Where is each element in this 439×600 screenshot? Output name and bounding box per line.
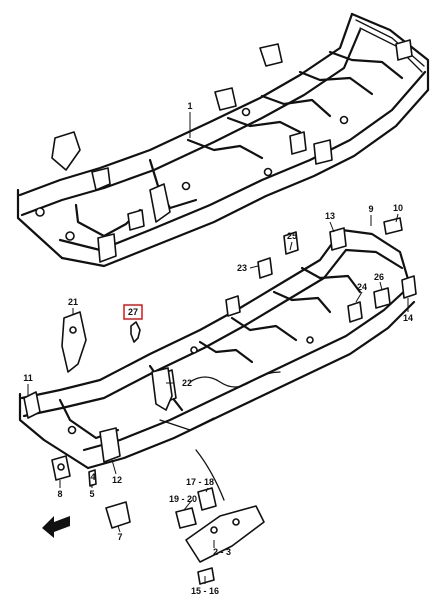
label-part-12[interactable]: 12	[112, 475, 122, 485]
label-part-23[interactable]: 23	[237, 263, 247, 273]
highlight-box-part-27	[123, 304, 143, 320]
leader-lines	[27, 112, 409, 584]
label-part-9[interactable]: 9	[368, 204, 373, 214]
label-part-1[interactable]: 1	[187, 101, 192, 111]
label-part-26[interactable]: 26	[374, 272, 384, 282]
label-part-5[interactable]: 5	[89, 489, 94, 499]
front-arrow-icon	[42, 516, 70, 538]
detached-parts	[42, 311, 265, 585]
label-part-13[interactable]: 13	[325, 211, 335, 221]
label-part-24[interactable]: 24	[357, 282, 367, 292]
label-part-2-3[interactable]: 2 - 3	[213, 547, 231, 557]
label-part-7[interactable]: 7	[117, 532, 122, 542]
label-part-11[interactable]: 11	[23, 373, 33, 383]
label-part-19-20[interactable]: 19 - 20	[169, 494, 197, 504]
label-part-15-16[interactable]: 15 - 16	[191, 586, 219, 596]
label-part-17-18[interactable]: 17 - 18	[186, 477, 214, 487]
label-part-4[interactable]: 4	[90, 472, 95, 482]
part-labels: 1 9 10 13 25 23 24 26 14 21 27 11 22 8 4…	[23, 101, 413, 596]
label-part-21[interactable]: 21	[68, 297, 78, 307]
label-part-8[interactable]: 8	[57, 489, 62, 499]
label-part-14[interactable]: 14	[403, 313, 413, 323]
label-part-27[interactable]: 27	[128, 307, 138, 317]
label-part-10[interactable]: 10	[393, 203, 403, 213]
label-part-22[interactable]: 22	[182, 378, 192, 388]
upper-frame-assembly	[16, 12, 430, 268]
label-part-25[interactable]: 25	[287, 231, 297, 241]
